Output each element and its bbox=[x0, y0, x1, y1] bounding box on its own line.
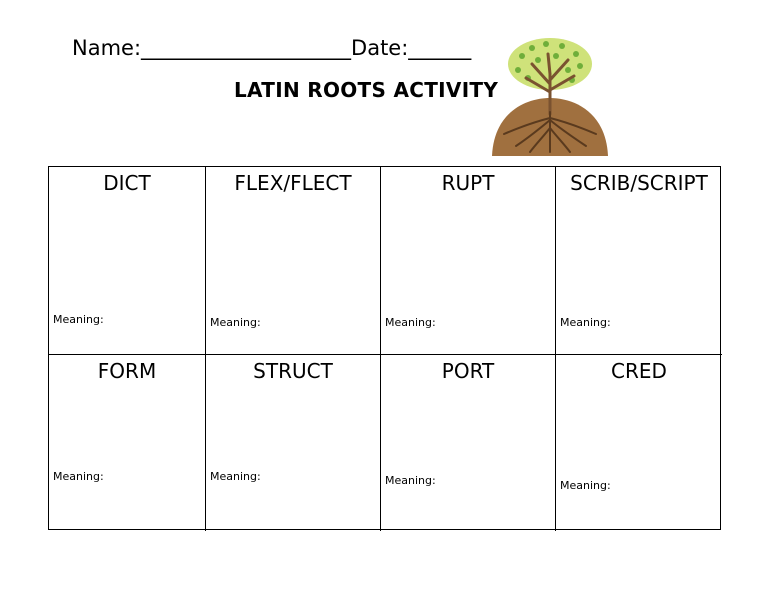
root-label: FLEX/FLECT bbox=[234, 171, 352, 195]
root-cell-form: FORM Meaning: bbox=[49, 355, 206, 531]
root-label: PORT bbox=[441, 359, 495, 383]
root-label: SCRIB/SCRIPT bbox=[570, 171, 708, 195]
meaning-label: Meaning: bbox=[210, 470, 261, 483]
meaning-label: Meaning: bbox=[53, 470, 104, 483]
meaning-label: Meaning: bbox=[560, 316, 611, 329]
root-cell-flex-flect: FLEX/FLECT Meaning: bbox=[206, 167, 381, 355]
meaning-label: Meaning: bbox=[385, 316, 436, 329]
page-title: LATIN ROOTS ACTIVITY bbox=[234, 78, 499, 102]
root-cell-rupt: RUPT Meaning: bbox=[381, 167, 556, 355]
root-cell-cred: CRED Meaning: bbox=[556, 355, 722, 531]
roots-table: DICT Meaning: FLEX/FLECT Meaning: RUPT M… bbox=[48, 166, 722, 531]
root-cell-dict: DICT Meaning: bbox=[49, 167, 206, 355]
root-label: STRUCT bbox=[253, 359, 333, 383]
root-label: RUPT bbox=[441, 171, 495, 195]
root-label: DICT bbox=[103, 171, 151, 195]
name-date-line: Name:____________________Date:______ bbox=[72, 36, 472, 60]
root-cell-port: PORT Meaning: bbox=[381, 355, 556, 531]
meaning-label: Meaning: bbox=[53, 313, 104, 326]
root-label: FORM bbox=[97, 359, 157, 383]
root-label: CRED bbox=[611, 359, 667, 383]
root-cell-struct: STRUCT Meaning: bbox=[206, 355, 381, 531]
meaning-label: Meaning: bbox=[385, 474, 436, 487]
tree-icon bbox=[492, 38, 608, 156]
root-cell-scrib-script: SCRIB/SCRIPT Meaning: bbox=[556, 167, 722, 355]
meaning-label: Meaning: bbox=[560, 479, 611, 492]
meaning-label: Meaning: bbox=[210, 316, 261, 329]
